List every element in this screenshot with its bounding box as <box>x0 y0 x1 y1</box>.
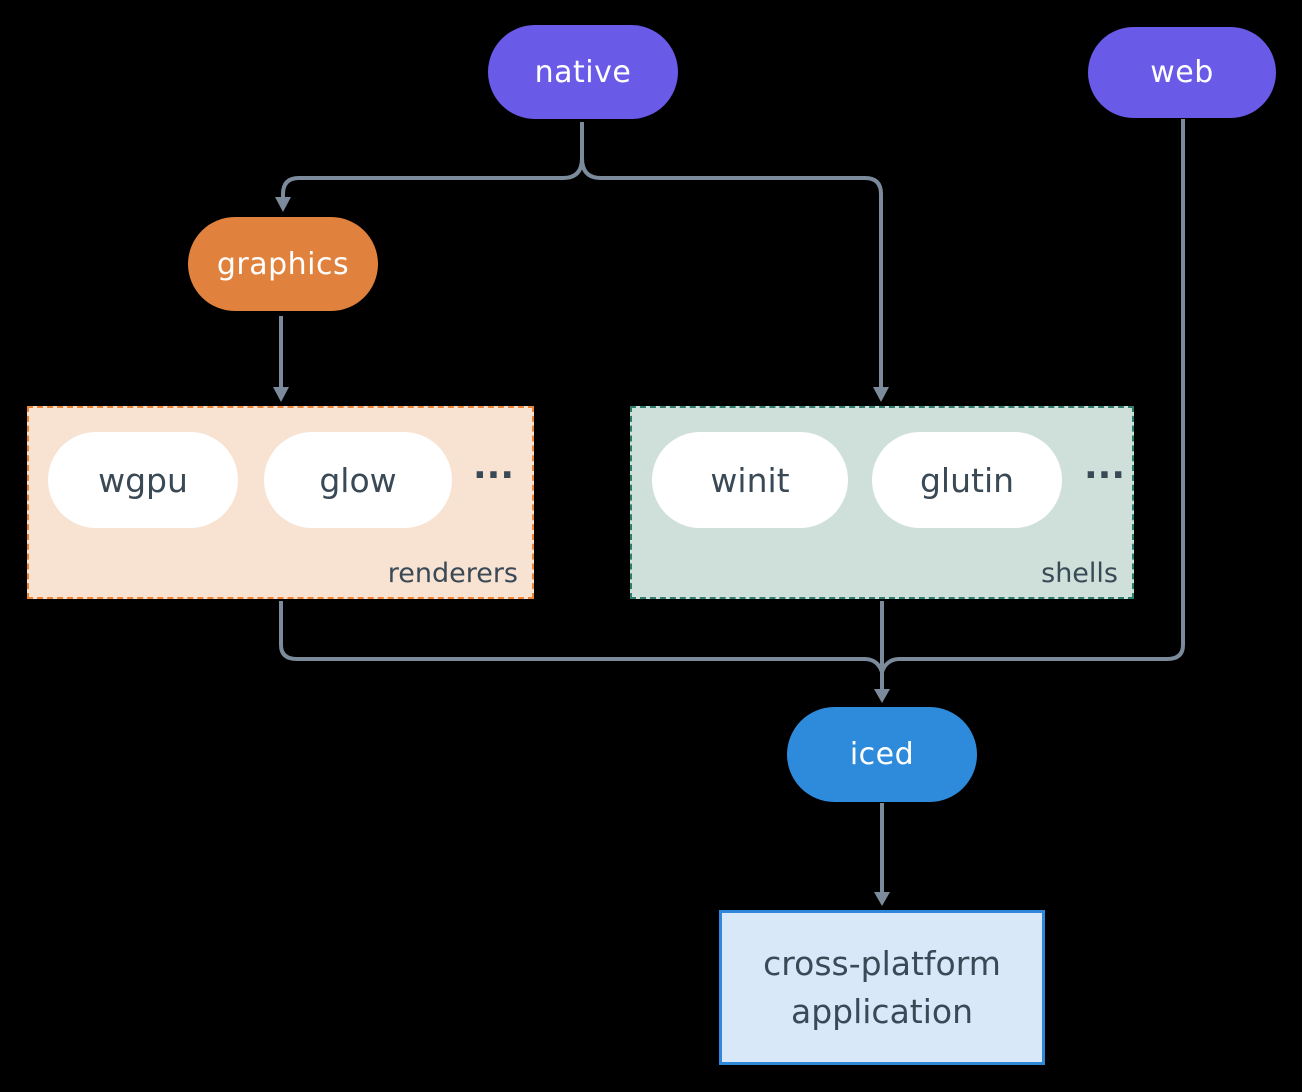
merge-flare-right <box>880 657 899 673</box>
merge-flare-left <box>865 657 884 673</box>
shells-ellipsis: ... <box>1084 446 1126 487</box>
arrowhead-into-renderers <box>273 387 289 402</box>
node-iced-label: iced <box>849 737 915 772</box>
arrowhead-into-iced <box>874 689 890 703</box>
arrowhead-into-graphics <box>275 197 291 212</box>
edge-renderers-merge <box>279 601 866 661</box>
shells-group-label: shells <box>1041 558 1118 589</box>
node-graphics: graphics <box>188 217 378 311</box>
node-application: cross-platform application <box>719 910 1045 1065</box>
node-native-label: native <box>534 54 632 90</box>
node-winit: winit <box>652 432 848 528</box>
renderers-ellipsis: ... <box>473 446 515 487</box>
renderers-group-label: renderers <box>387 558 518 589</box>
node-graphics-label: graphics <box>216 246 350 282</box>
group-shells: winit glutin ... shells <box>630 406 1134 599</box>
node-web-label: web <box>1150 55 1214 90</box>
node-wgpu: wgpu <box>48 432 238 528</box>
node-iced: iced <box>787 707 977 802</box>
node-web: web <box>1088 27 1276 118</box>
node-wgpu-label: wgpu <box>98 460 188 500</box>
edge-native-graphics <box>281 122 584 198</box>
node-application-label: cross-platform application <box>763 943 1001 1031</box>
node-native: native <box>488 25 678 119</box>
arrowhead-into-shells <box>873 387 889 402</box>
node-glutin-label: glutin <box>919 460 1015 500</box>
node-glutin: glutin <box>872 432 1062 528</box>
edge-web-merge <box>898 119 1185 661</box>
node-winit-label: winit <box>710 460 790 500</box>
arrowhead-into-application <box>874 892 890 906</box>
node-glow: glow <box>264 432 452 528</box>
edge-native-shells <box>580 157 883 388</box>
group-renderers: wgpu glow ... renderers <box>27 406 534 599</box>
node-glow-label: glow <box>319 460 397 500</box>
